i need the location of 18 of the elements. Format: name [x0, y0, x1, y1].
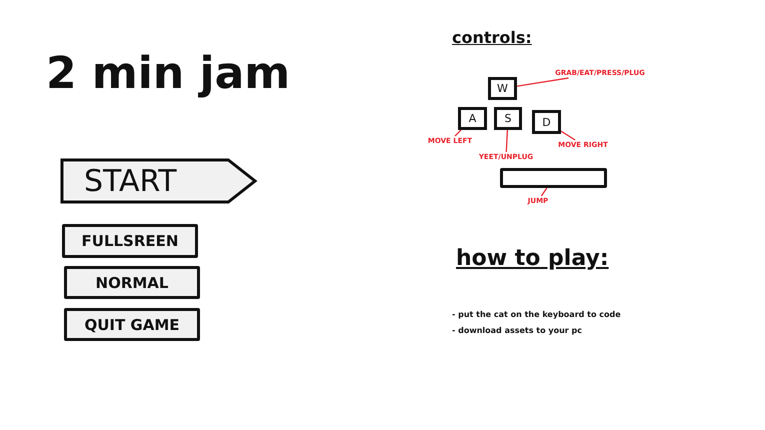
- instruction-text: - download assets to your pc: [452, 326, 582, 335]
- section-heading: controls:: [452, 28, 532, 47]
- instruction-text: - put the cat on the keyboard to code: [452, 310, 621, 319]
- key-cap: A: [458, 107, 487, 130]
- key-cap: D: [532, 110, 561, 134]
- quit-game-button: QUIT GAME: [64, 308, 200, 341]
- space-bar-key: [500, 168, 607, 188]
- leader-line: [506, 130, 508, 152]
- leader-line: [560, 130, 576, 140]
- game-title: 2 min jam: [46, 48, 290, 100]
- leader-line: [516, 77, 569, 87]
- key-cap: W: [488, 77, 517, 100]
- section-heading: how to play:: [456, 246, 609, 271]
- key-cap: S: [494, 107, 522, 130]
- start-button: START: [60, 158, 258, 204]
- fullscreen-button: FULLSREEN: [62, 224, 198, 258]
- leader-line: [540, 188, 548, 196]
- normal-button: NORMAL: [64, 266, 200, 299]
